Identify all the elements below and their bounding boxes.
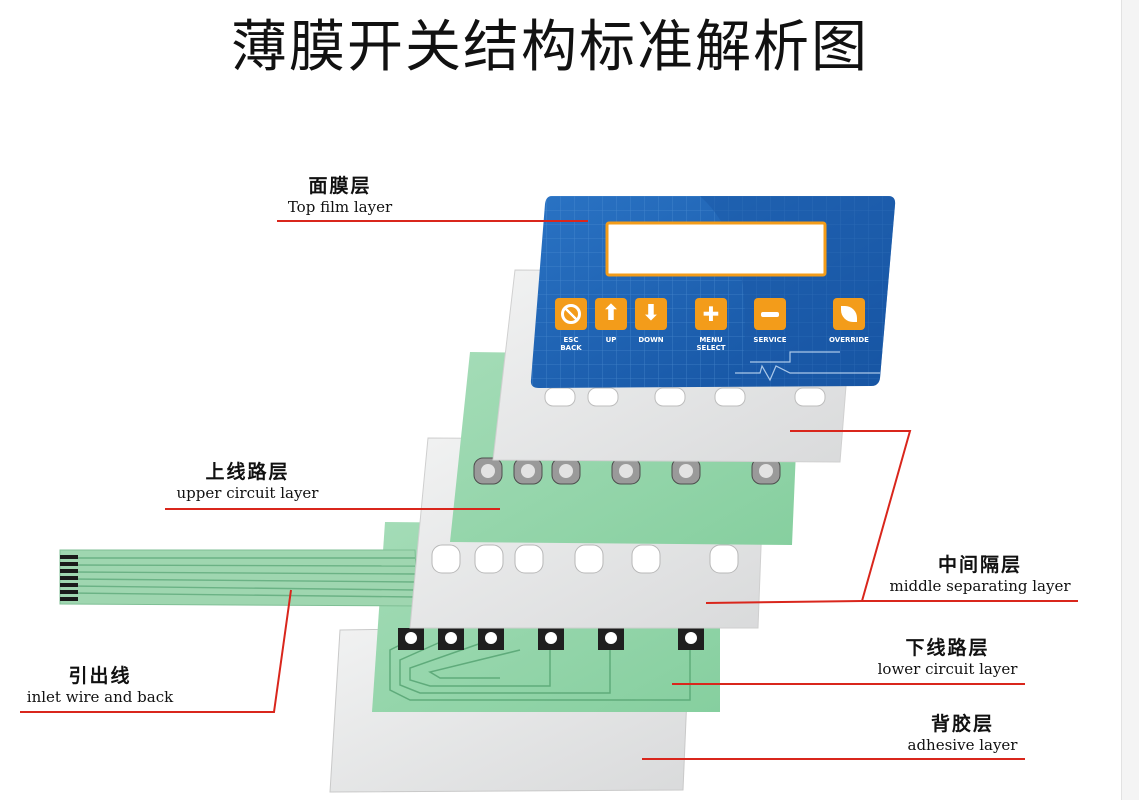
label-cn: 中间隔层 (937, 554, 1022, 576)
label-cn: 下线路层 (905, 637, 990, 659)
leader-lines (20, 220, 1078, 760)
label-middle-separating: 中间隔层 middle separating layer (875, 553, 1085, 595)
scrollbar[interactable] (1121, 0, 1139, 800)
page-title: 薄膜开关结构标准解析图 (231, 15, 869, 80)
top-film-layer (530, 196, 896, 388)
service-button[interactable] (754, 298, 786, 330)
button-label: OVERRIDE (829, 336, 869, 344)
circuit-graphic (735, 351, 880, 382)
label-top-film: 面膜层 Top film layer (270, 174, 410, 216)
label-en: lower circuit layer (877, 660, 1018, 678)
label-cn: 背胶层 (930, 713, 994, 735)
down-button[interactable]: ⬇ (635, 298, 667, 330)
upper-contact-dots (473, 457, 781, 485)
leader-inlet-wire (20, 589, 292, 713)
button-label: DOWN (638, 336, 664, 344)
label-en: middle separating layer (889, 577, 1071, 595)
label-cn: 引出线 (68, 665, 132, 687)
label-upper-circuit: 上线路层 upper circuit layer (160, 460, 335, 502)
label-cn: 上线路层 (205, 461, 290, 483)
label-adhesive: 背胶层 adhesive layer (895, 712, 1030, 754)
override-button[interactable] (833, 298, 865, 330)
esc-back-button[interactable] (555, 298, 587, 330)
label-en: adhesive layer (907, 736, 1018, 754)
label-inlet-wire: 引出线 inlet wire and back (15, 664, 185, 706)
leaf-icon (841, 306, 857, 322)
up-button[interactable]: ⬆ (595, 298, 627, 330)
puzzle-icon: ✚ (702, 302, 720, 326)
label-en: upper circuit layer (176, 484, 319, 502)
arrow-up-icon: ⬆ (601, 301, 621, 326)
button-label: UP (605, 336, 617, 344)
leader-middle-separating (790, 430, 1078, 602)
arrow-down-icon: ⬇ (641, 301, 661, 326)
label-lower-circuit: 下线路层 lower circuit layer (860, 636, 1035, 678)
wrench-icon (761, 311, 779, 317)
cancel-icon (561, 304, 581, 324)
menu-select-button[interactable]: ✚ (695, 298, 727, 330)
button-label: SERVICE (753, 336, 787, 344)
wire-pins (60, 555, 78, 601)
contact-pad-group (398, 628, 704, 650)
label-en: Top film layer (287, 198, 393, 216)
display-window (605, 221, 827, 277)
label-en: inlet wire and back (26, 688, 174, 706)
leader-middle-spacer (705, 600, 863, 604)
inlet-wire-tail (59, 549, 419, 607)
label-cn: 面膜层 (308, 175, 372, 197)
